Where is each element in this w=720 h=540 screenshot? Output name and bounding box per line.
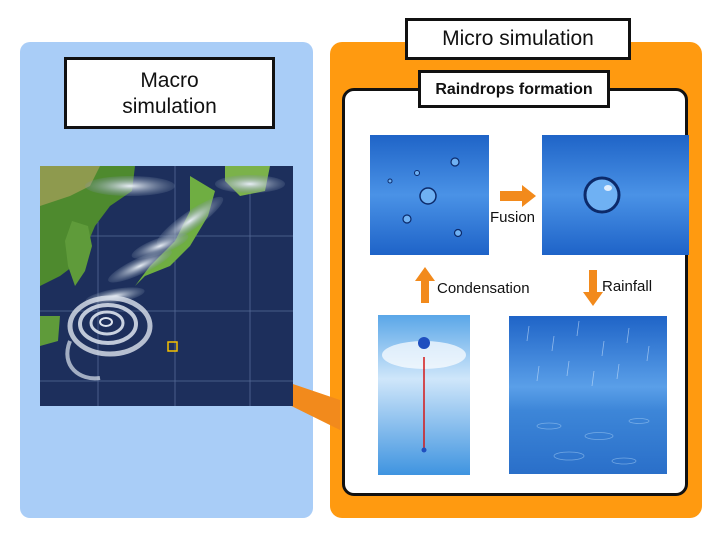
rain-streaks [526,320,650,387]
korea-land [65,221,92,286]
condensation-image [378,315,470,475]
rainfall-arrow-icon [583,270,603,306]
droplets [387,157,463,238]
fusion-label: Fusion [490,209,536,226]
large-droplet-image [542,135,689,255]
zoom-marker [167,341,178,352]
typhoon-spiral [65,295,153,381]
fusion-arrow-icon [500,185,536,207]
japan-land [135,176,215,286]
micro-simulation-label: Micro simulation [405,18,631,60]
macro-simulation-label: Macro simulation [64,57,275,129]
condensation-label: Condensation [437,280,530,297]
condensation-arrow-icon [415,267,435,303]
taiwan-land [40,316,60,346]
typhoon-simulation-map [40,166,293,406]
continent-north [40,166,100,206]
small-droplets-image [370,135,489,255]
vapor-particle [421,447,427,453]
rainfall-image [509,316,667,474]
rainfall-label: Rainfall [602,278,653,295]
water-droplet [418,337,430,349]
water-ripples [536,418,650,465]
raindrops-formation-label: Raindrops formation [418,70,610,108]
macro-label-text: Macro simulation [122,69,217,118]
large-droplet [583,176,621,214]
